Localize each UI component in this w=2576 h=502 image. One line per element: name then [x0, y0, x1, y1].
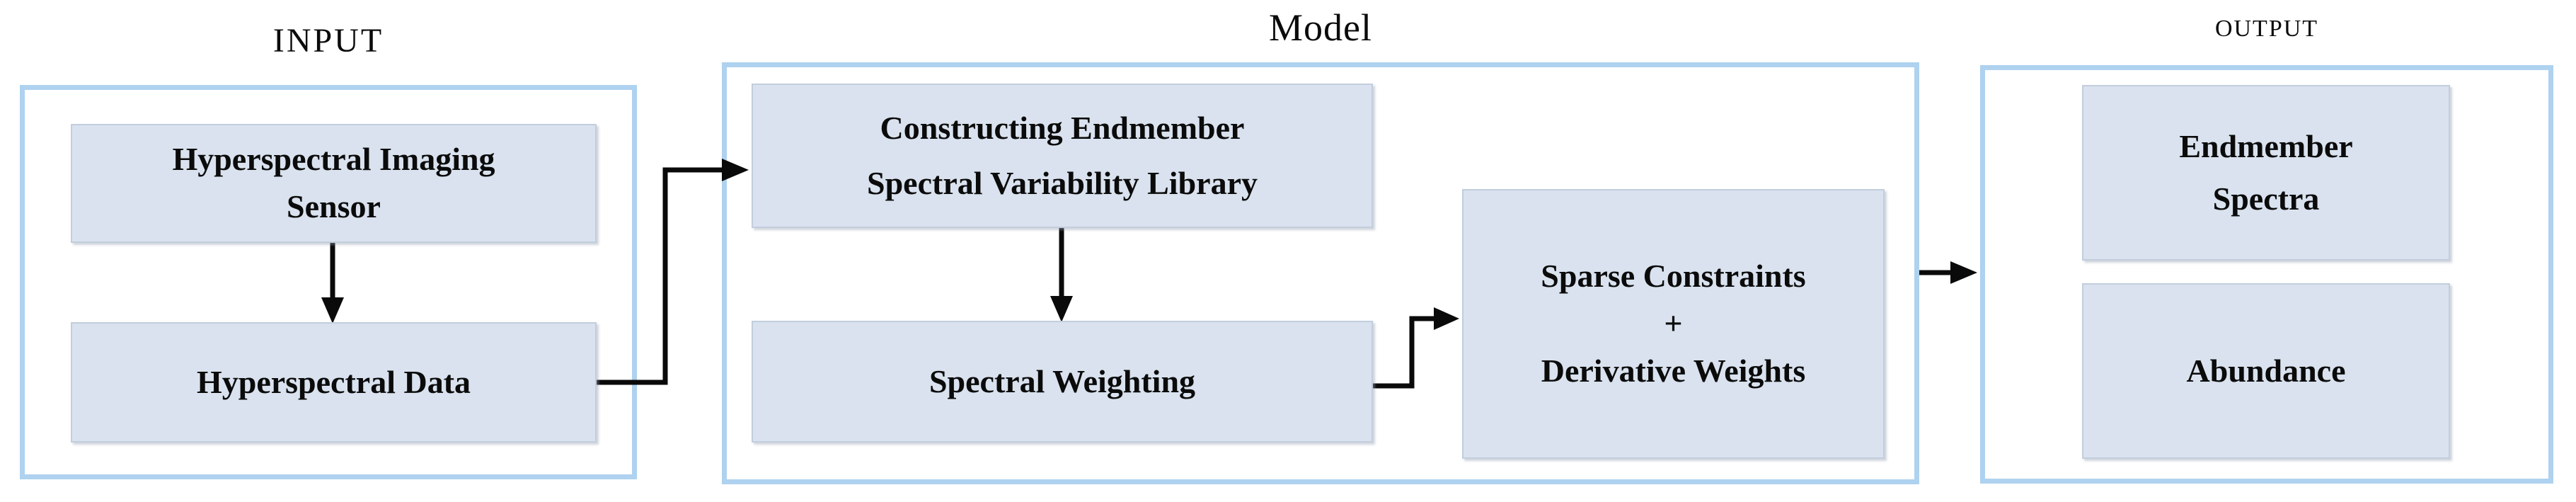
box-label-line: Hyperspectral Imaging	[172, 141, 495, 178]
box-spectral-weighting: Spectral Weighting	[752, 321, 1373, 443]
box-label-line: Spectral Weighting	[928, 363, 1196, 399]
plus-sign: +	[1664, 305, 1683, 342]
box-label-line: Constructing Endmember	[880, 109, 1245, 146]
box-abundance: Abundance	[2082, 283, 2450, 459]
input-section-title: INPUT	[272, 22, 384, 59]
model-section-container	[722, 62, 1919, 484]
box-label-line: Spectra	[2212, 181, 2320, 217]
box-label-line: Derivative Weights	[1541, 352, 1806, 389]
box-constructing-endmember-spectral-variability-library: Constructing Endmember Spectral Variabil…	[752, 84, 1373, 228]
output-section-container	[1980, 65, 2553, 484]
output-section-title: OUTPUT	[2214, 16, 2319, 42]
box-label-line: Sparse Constraints	[1541, 258, 1806, 295]
model-section-title: Model	[1269, 6, 1372, 49]
arrow-model-to-output-head	[1950, 261, 1977, 284]
box-label-line: Abundance	[2186, 352, 2346, 389]
box-label-line: Spectral Variability Library	[867, 165, 1258, 201]
box-label-line: Endmember	[2179, 128, 2353, 165]
box-hyperspectral-imaging-sensor: Hyperspectral Imaging Sensor	[71, 124, 597, 243]
box-endmember-spectra: Endmember Spectra	[2082, 85, 2450, 261]
box-sparse-constraints-derivative-weights: Sparse Constraints + Derivative Weights	[1462, 189, 1885, 459]
box-label-line: Sensor	[287, 188, 381, 224]
box-hyperspectral-data: Hyperspectral Data	[71, 322, 597, 443]
box-label-line: Hyperspectral Data	[196, 363, 471, 400]
